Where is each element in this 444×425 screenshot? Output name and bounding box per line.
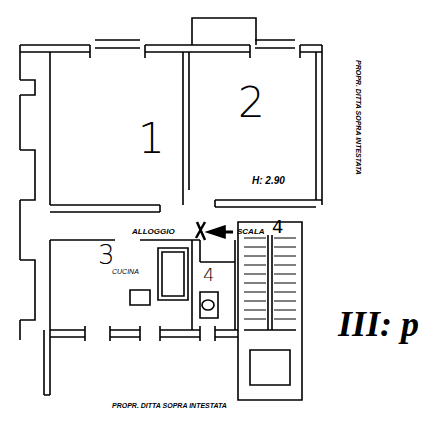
outer-wall [50, 336, 238, 338]
stair-well [238, 222, 302, 400]
bath-wall [192, 240, 235, 330]
note: PROPR. DITTA SOPRA INTESTATA [112, 402, 227, 409]
dimension: H: 2.90 [252, 176, 285, 186]
toilet [200, 292, 218, 318]
window [250, 40, 300, 58]
window [90, 40, 145, 58]
room-number: 4 [203, 266, 214, 284]
room-number: 3 [98, 242, 115, 268]
window [85, 326, 215, 341]
wall [50, 239, 200, 241]
partition [183, 52, 189, 205]
window [20, 80, 35, 320]
room-number: 1 [138, 118, 165, 160]
wall [50, 205, 160, 212]
floor-mark: III: p [338, 306, 419, 342]
room-number: 2 [238, 82, 265, 124]
room-name: CUCINA [112, 268, 139, 275]
outer-wall [316, 45, 322, 205]
entrance-arrow [207, 226, 225, 238]
outer-wall [20, 51, 322, 53]
inner-wall [49, 52, 51, 395]
note: PROPR. DITTA SOPRA INTESTATA [355, 60, 362, 175]
wall [215, 200, 322, 207]
kitchen-unit [158, 248, 188, 300]
entrance-arrow [225, 231, 233, 234]
sink [130, 290, 150, 305]
outer-wall [50, 329, 238, 331]
stair-label: SCALA [237, 228, 265, 236]
balcony [192, 18, 256, 45]
outer-wall [19, 45, 21, 340]
landing [250, 350, 290, 385]
scribble [196, 222, 205, 240]
stair-core [244, 235, 296, 330]
toilet [202, 300, 214, 310]
outer-wall [20, 44, 322, 46]
stair-number: 4 [272, 218, 283, 236]
wall [44, 330, 50, 395]
unit-label: ALLOGGIO [132, 228, 175, 236]
stair-steps [244, 238, 296, 319]
